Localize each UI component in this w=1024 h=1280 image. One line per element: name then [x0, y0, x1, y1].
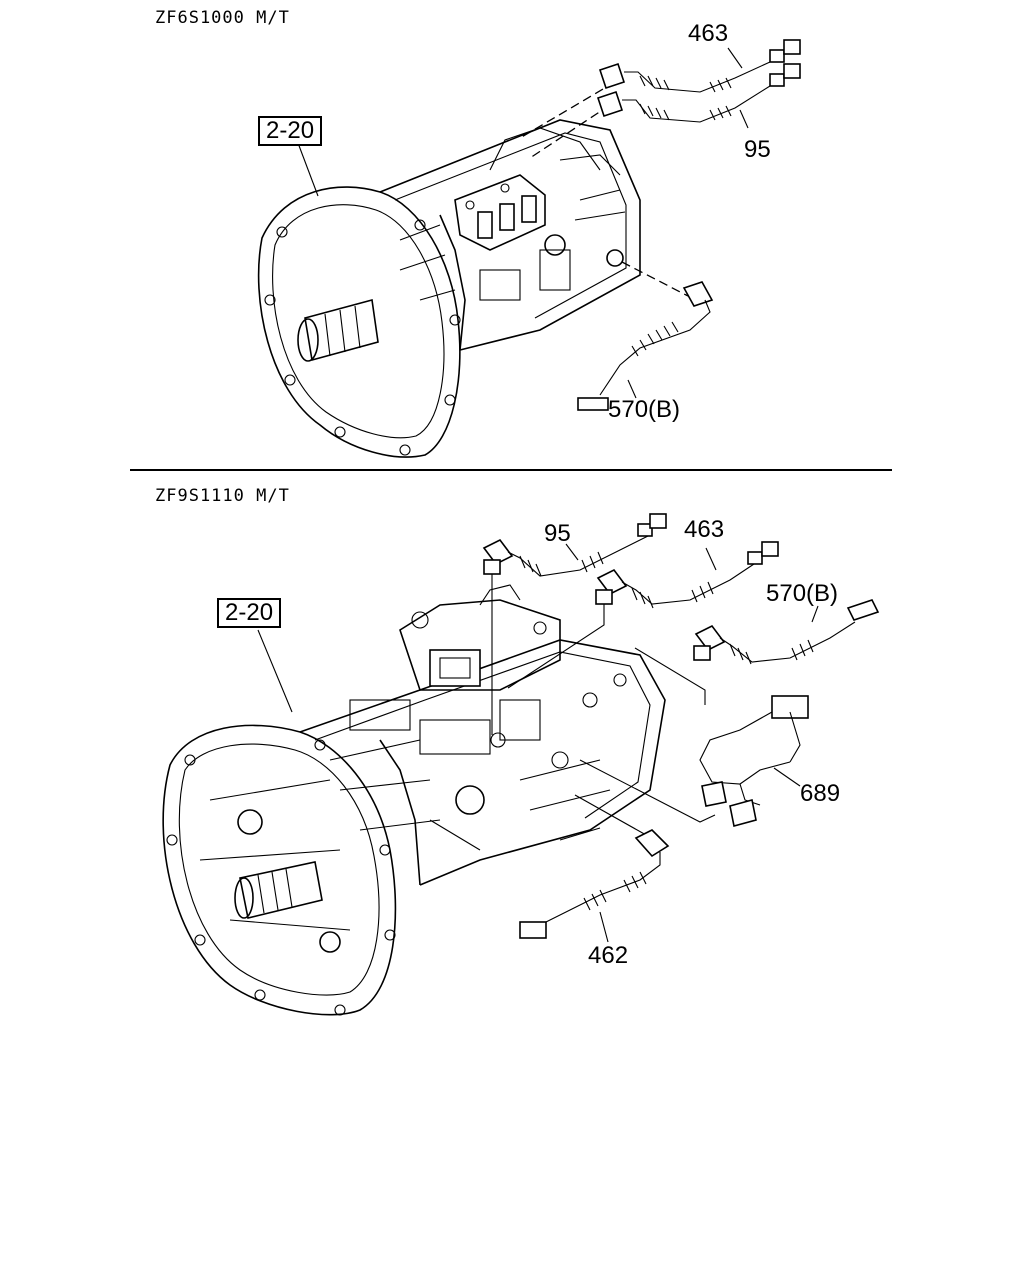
callout-570b-bottom[interactable]: 570(B) — [766, 580, 839, 607]
transmission-zf6s1000 — [257, 81, 689, 458]
sensor-570b-top — [577, 47, 749, 411]
sensor-95-bottom — [482, 513, 667, 577]
harness-689 — [699, 695, 809, 827]
assembly-ref-box-top[interactable]: 2-20 — [258, 116, 323, 146]
sensor-570b-bottom — [693, 599, 880, 665]
section-title-zf9s1110: ZF9S1110 M/T — [155, 486, 290, 506]
callout-689-bottom[interactable]: 689 — [800, 780, 841, 807]
section-title-zf6s1000: ZF6S1000 M/T — [155, 8, 290, 28]
assembly-ref-box-bottom[interactable]: 2-20 — [217, 598, 282, 628]
callout-463-bottom[interactable]: 463 — [684, 516, 725, 543]
callout-95-top[interactable]: 95 — [744, 136, 771, 163]
transmission-zf9s1110 — [162, 570, 716, 1016]
sensor-95-top — [596, 63, 801, 123]
sensor-462-bottom — [519, 829, 670, 943]
callout-95-bottom[interactable]: 95 — [544, 520, 571, 547]
sensor-463-bottom — [595, 541, 779, 609]
sensor-463-top — [598, 39, 801, 93]
callout-570b-top[interactable]: 570(B) — [608, 396, 681, 423]
callout-462-bottom[interactable]: 462 — [588, 942, 629, 969]
callout-463-top[interactable]: 463 — [688, 20, 729, 47]
